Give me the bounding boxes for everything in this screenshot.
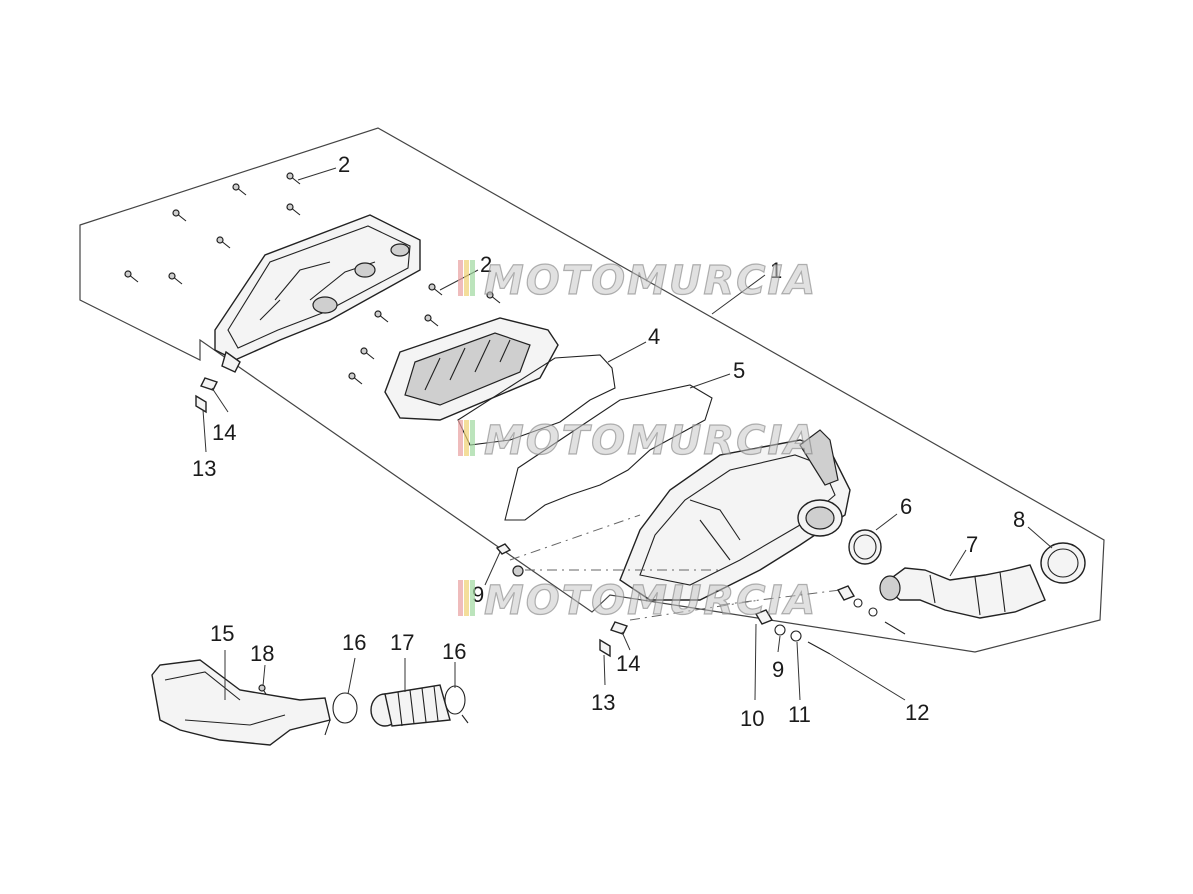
callout-9-right: 9 [772, 657, 784, 682]
watermark-stripe-yellow [464, 580, 469, 616]
clamp-8 [1040, 542, 1086, 584]
callout-8: 8 [1013, 507, 1025, 532]
watermark-stripe-red [458, 420, 463, 456]
watermark-stripe-green [470, 420, 475, 456]
callout-9-left: 9 [472, 582, 484, 607]
watermark-text: MOTOMURCIA [484, 418, 817, 464]
callout-16-left: 16 [342, 630, 366, 655]
watermark-stripe-red [458, 260, 463, 296]
intake-hose-7 [879, 564, 1046, 619]
callout-16-right: 16 [442, 639, 466, 664]
callout-13-right: 13 [591, 690, 615, 715]
callout-10: 10 [740, 706, 764, 731]
gasket-outer [504, 384, 713, 521]
callout-labels: 1 2 2 4 5 6 7 8 9 9 10 11 12 13 13 14 14… [192, 152, 1025, 731]
callout-18: 18 [250, 641, 274, 666]
duct-15 [151, 659, 331, 746]
callout-7: 7 [966, 532, 978, 557]
filter-element [384, 317, 559, 421]
small-hardware [195, 377, 906, 658]
air-box-housing [619, 429, 851, 601]
callout-5: 5 [733, 358, 745, 383]
hose-17 [370, 684, 451, 727]
callout-13-left: 13 [192, 456, 216, 481]
filter-cover [214, 214, 421, 373]
callout-17: 17 [390, 630, 414, 655]
leader-lines [202, 167, 1053, 701]
watermark-stripe-yellow [464, 420, 469, 456]
watermark-text: MOTOMURCIA [484, 258, 817, 304]
callout-14-right: 14 [616, 651, 640, 676]
watermark-stripe-green [470, 580, 475, 616]
clamp-16-left [324, 692, 358, 736]
callout-14-left: 14 [212, 420, 236, 445]
callout-6: 6 [900, 494, 912, 519]
callout-12: 12 [905, 700, 929, 725]
callout-15: 15 [210, 621, 234, 646]
watermark-stripe-green [470, 260, 475, 296]
callout-1: 1 [770, 258, 782, 283]
watermark-text: MOTOMURCIA [484, 578, 817, 624]
watermark-stripe-red [458, 580, 463, 616]
callout-2-mid: 2 [480, 252, 492, 277]
callout-11: 11 [788, 702, 811, 727]
screw-set [124, 172, 501, 385]
watermark-middle: MOTOMURCIA [458, 417, 817, 465]
callout-2-top: 2 [338, 152, 350, 177]
watermark-bottom: MOTOMURCIA [458, 577, 817, 625]
watermark-top: MOTOMURCIA [458, 257, 817, 305]
callout-4: 4 [648, 324, 660, 349]
assembly-frame [79, 127, 1105, 653]
watermark-stripe-yellow [464, 260, 469, 296]
alignment-lines [509, 514, 841, 621]
screw-18-head [258, 684, 266, 692]
clamp-6 [848, 529, 882, 565]
gasket-inner [457, 354, 616, 446]
